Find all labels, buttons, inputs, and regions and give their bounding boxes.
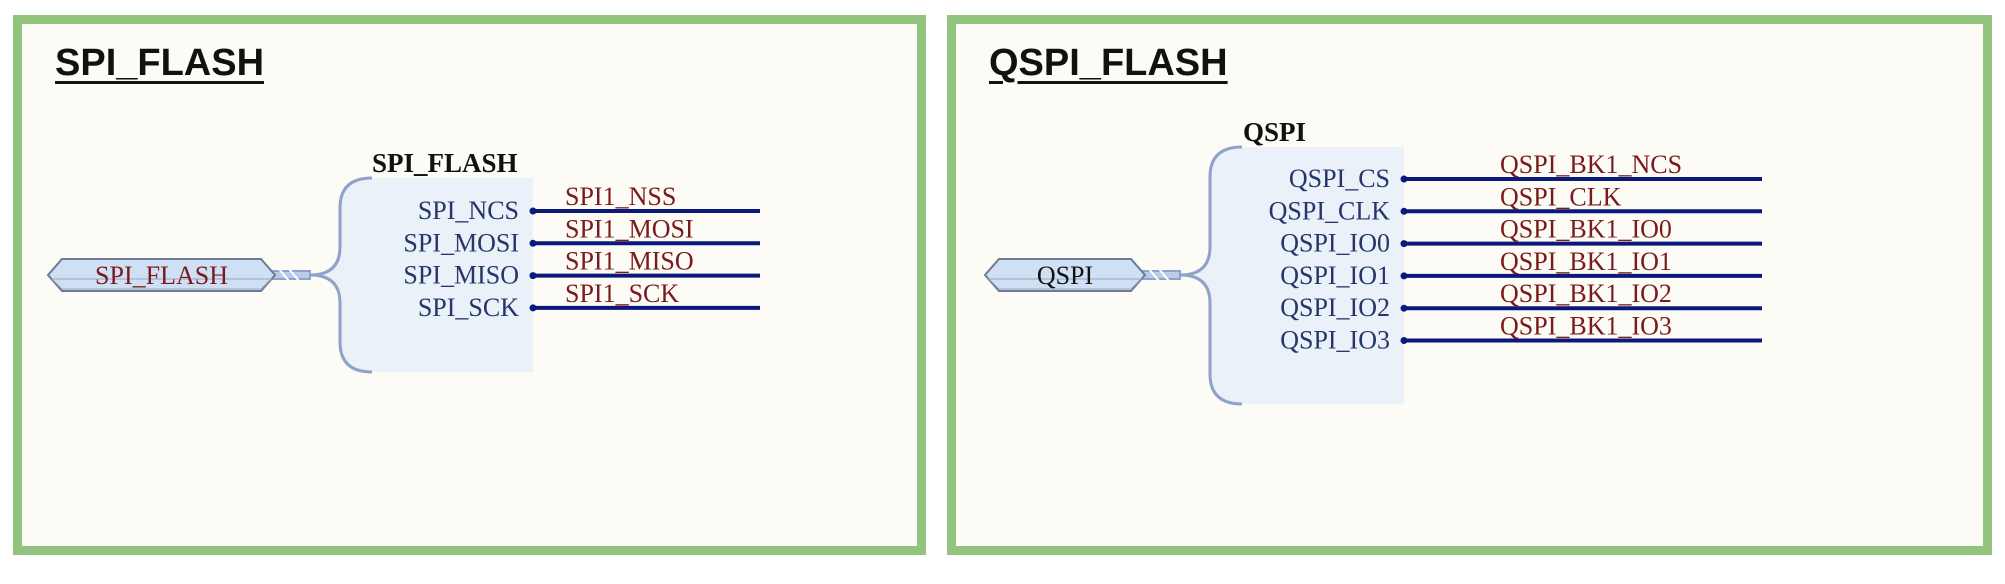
spi-connector-mark bbox=[288, 268, 300, 282]
qspi-wire-junction bbox=[1400, 207, 1408, 215]
qspi-wire-junction bbox=[1400, 304, 1408, 312]
qspi-wire-junction bbox=[1400, 337, 1408, 344]
spi-wire-junction bbox=[529, 239, 537, 247]
spi-wire-junction bbox=[529, 304, 537, 312]
qspi-port-label: QSPI bbox=[1037, 261, 1093, 290]
spi-pin-label: SPI_NCS bbox=[418, 196, 519, 225]
spi-pin-label: SPI_MOSI bbox=[403, 228, 519, 257]
spi-pin-label: SPI_MISO bbox=[403, 261, 519, 290]
spi-port-label: SPI_FLASH bbox=[95, 261, 228, 290]
spi-flash-panel-title: SPI_FLASH bbox=[55, 42, 265, 84]
spi-harness-title: SPI_FLASH bbox=[372, 148, 518, 178]
qspi-net-label: QSPI_BK1_IO3 bbox=[1500, 312, 1672, 341]
spi-net-label: SPI1_MOSI bbox=[565, 214, 694, 243]
qspi-harness-bracket bbox=[1179, 145, 1243, 406]
spi-harness-bracket bbox=[309, 176, 373, 374]
qspi-connector-mark bbox=[1148, 268, 1160, 282]
qspi-pin-label: QSPI_IO1 bbox=[1280, 261, 1390, 290]
qspi-net-label: QSPI_BK1_IO1 bbox=[1500, 247, 1672, 276]
qspi-pin-label: QSPI_CLK bbox=[1269, 196, 1391, 225]
qspi-harness-title: QSPI bbox=[1243, 117, 1306, 147]
spi-net-label: SPI1_NSS bbox=[565, 182, 676, 211]
spi-port bbox=[46, 258, 277, 292]
qspi-wire-junction bbox=[1400, 272, 1408, 280]
qspi-pin-label: QSPI_IO0 bbox=[1280, 229, 1390, 258]
qspi-wire-junction bbox=[1400, 175, 1408, 183]
qspi-net-label: QSPI_CLK bbox=[1500, 182, 1622, 211]
spi-net-label: SPI1_MISO bbox=[565, 247, 694, 276]
qspi-port bbox=[983, 258, 1147, 292]
qspi-net-label: QSPI_BK1_IO0 bbox=[1500, 215, 1672, 244]
qspi-pin-label: QSPI_CS bbox=[1289, 164, 1390, 193]
spi-net-label: SPI1_SCK bbox=[565, 279, 679, 308]
qspi-net-label: QSPI_BK1_IO2 bbox=[1500, 279, 1672, 308]
qspi-pin-label: QSPI_IO2 bbox=[1280, 293, 1390, 322]
spi-pin-label: SPI_SCK bbox=[418, 293, 519, 322]
spi-wire-junction bbox=[529, 207, 537, 215]
qspi-flash-panel-title: QSPI_FLASH bbox=[989, 42, 1228, 84]
spi-port-shadow bbox=[50, 278, 273, 290]
spi-wire-junction bbox=[529, 272, 537, 280]
qspi-connector-mark bbox=[1158, 268, 1170, 282]
qspi-harness-body bbox=[1230, 147, 1404, 404]
spi-harness-body bbox=[360, 178, 533, 372]
spi-connector-mark bbox=[278, 268, 290, 282]
qspi-net-label: QSPI_BK1_NCS bbox=[1500, 150, 1682, 179]
qspi-pin-label: QSPI_IO3 bbox=[1280, 326, 1390, 355]
qspi-port-shadow bbox=[987, 278, 1143, 290]
qspi-wire-junction bbox=[1400, 240, 1408, 248]
